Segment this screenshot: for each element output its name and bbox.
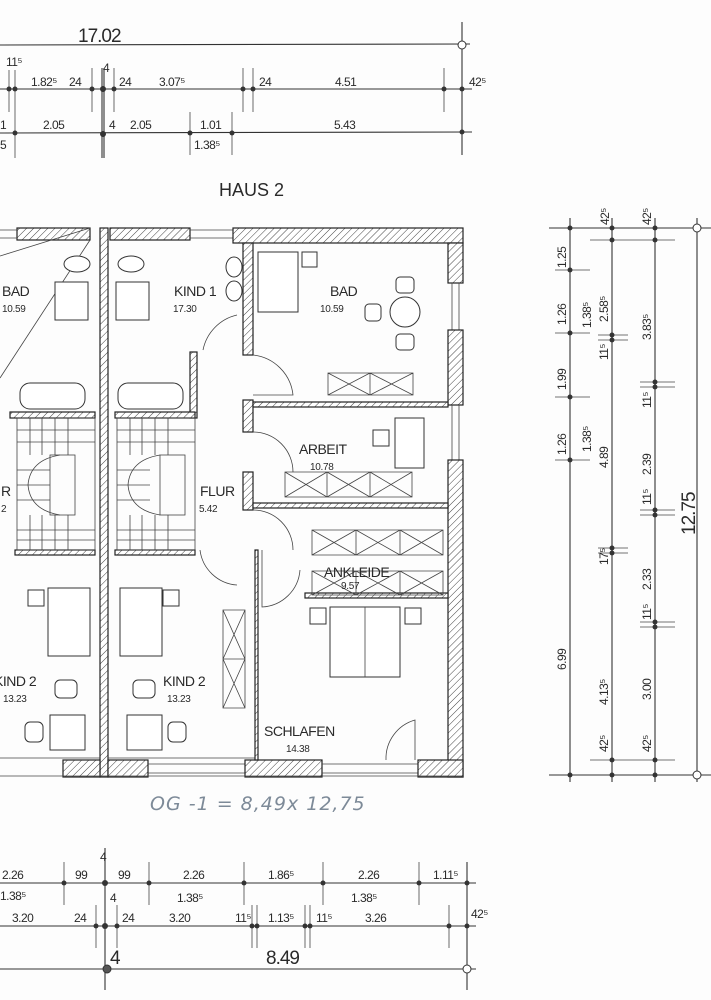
dim-label: 5.43 — [334, 118, 356, 132]
dim-label: 42⁵ — [640, 208, 654, 225]
dim-label: 1.99 — [555, 368, 569, 390]
dim-total-depth: 12.75 — [679, 492, 700, 535]
dim-label: 3.00 — [640, 678, 654, 700]
right-dimension-chain: 1.25 1.26 1.99 1.26 6.99 42⁵ 1.38⁵ 2.58⁵… — [549, 208, 711, 782]
dim-label: 24 — [259, 75, 272, 89]
dim-label: 4 — [110, 891, 117, 905]
dim-label: 3.20 — [12, 911, 34, 925]
top-dimension-chain: 17.02 11⁵ 1.82⁵ 24 4 24 3.07⁵ 24 4.51 42… — [0, 22, 487, 158]
room-area-arbeit: 10.78 — [310, 462, 334, 473]
room-name-ankleide: ANKLEIDE — [324, 564, 389, 580]
dim-label: 42⁵ — [640, 735, 654, 752]
room-name-kind2: KIND 2 — [163, 673, 206, 689]
dim-label: 3.83⁵ — [640, 314, 654, 340]
dim-label: 2.26 — [183, 868, 205, 882]
dim-label: 2.05 — [130, 118, 152, 132]
dim-label: 1.01 — [200, 118, 222, 132]
dim-label: 99 — [118, 868, 131, 882]
handwritten-note: OG -1 = 8,49x 12,75 — [150, 793, 366, 815]
dim-label: 4.13⁵ — [597, 679, 611, 705]
dim-label: 3.07⁵ — [159, 75, 185, 89]
dim-label: 42⁵ — [471, 907, 488, 921]
dim-label: 24 — [74, 911, 87, 925]
dim-label: 11⁵ — [6, 55, 22, 69]
room-area-kind2-left: 13.23 — [3, 694, 27, 705]
dim-label: 11⁵ — [640, 604, 654, 620]
dim-label: 3.26 — [365, 911, 387, 925]
dim-label: 11⁵ — [316, 911, 332, 925]
room-name-kind2-left: KIND 2 — [0, 673, 37, 689]
dim-label: 24 — [119, 75, 132, 89]
dim-label: 99 — [75, 868, 88, 882]
staircase — [16, 417, 196, 551]
dim-label: 1.82⁵ — [31, 75, 57, 89]
dim-label: 11⁵ — [640, 489, 654, 505]
wardrobes — [222, 372, 444, 709]
dim-label: 24 — [122, 911, 135, 925]
dim-label: 4.89 — [597, 446, 611, 468]
dim-label: 24 — [69, 75, 82, 89]
dim-label: 42⁵ — [598, 208, 612, 225]
dim-label: 2.26 — [2, 868, 24, 882]
dim-label: 1.86⁵ — [268, 868, 294, 882]
room-area-bad-right: 10.59 — [320, 304, 344, 315]
dim-label: 42⁵ — [597, 735, 611, 752]
dim-label: 1.38⁵ — [351, 891, 377, 905]
dim-label: 17⁵ — [597, 548, 611, 565]
dim-label: 11⁵ — [597, 344, 611, 360]
dim-label: 6.99 — [555, 648, 569, 670]
room-area-flur-left: 2 — [1, 504, 7, 515]
dim-label: 1.38⁵ — [194, 138, 220, 152]
dim-label: 3.20 — [169, 911, 191, 925]
house-title: HAUS 2 — [219, 180, 284, 200]
dim-label: 1.11⁵ — [433, 868, 458, 882]
room-name-flur: FLUR — [200, 483, 235, 499]
dim-label: 11⁵ — [235, 911, 251, 925]
room-area-ankleide: 9.57 — [341, 581, 360, 592]
dim-label: 4 — [100, 850, 107, 864]
dim-label: 4 — [103, 61, 110, 75]
dim-label: 4.51 — [335, 75, 357, 89]
dim-label: 1.38⁵ — [580, 302, 594, 328]
dim-label: 1.38⁵ — [177, 891, 203, 905]
room-name-schlafen: SCHLAFEN — [264, 723, 335, 739]
dim-label: 1.38⁵ — [580, 426, 594, 452]
dim-label: 11⁵ — [640, 392, 654, 408]
plan: BAD 10.59 KIND 1 17.30 BAD 10.59 R 2 FLU… — [0, 227, 464, 778]
room-area-bad-left: 10.59 — [2, 304, 26, 315]
dim-total-width-unit: 8.49 — [266, 948, 299, 969]
room-area-schlafen: 14.38 — [286, 744, 310, 755]
dim-label: 4 — [110, 948, 121, 969]
dim-label: 5 — [0, 138, 7, 152]
room-area-kind1: 17.30 — [173, 304, 197, 315]
dim-label: 2.58⁵ — [597, 296, 611, 322]
dim-label: 2.33 — [640, 568, 654, 590]
room-area-kind2: 13.23 — [167, 694, 191, 705]
dim-label: 1.26 — [555, 433, 569, 455]
dim-label: 1.13⁵ — [268, 911, 294, 925]
room-name-arbeit: ARBEIT — [299, 441, 348, 457]
room-name-bad-left: BAD — [2, 283, 30, 299]
bottom-dimension-chain: 2.26 99 4 99 2.26 1.86⁵ 2.26 1.11⁵ 1.38⁵… — [0, 848, 489, 990]
dim-label: 2.26 — [358, 868, 380, 882]
dim-label: 1 — [0, 118, 7, 132]
dim-label: 2.39 — [640, 453, 654, 475]
dim-label: 4 — [109, 118, 116, 132]
room-name-bad-right: BAD — [330, 283, 358, 299]
room-name-flur-left: R — [1, 483, 11, 499]
dim-label: 1.26 — [555, 303, 569, 325]
dim-label: 1.25 — [555, 246, 569, 268]
dim-label: 1.38⁵ — [0, 889, 26, 903]
dim-total-width: 17.02 — [78, 26, 121, 47]
dim-label: 42⁵ — [469, 75, 486, 89]
dim-label: 2.05 — [43, 118, 65, 132]
room-name-kind1: KIND 1 — [174, 283, 217, 299]
room-area-flur: 5.42 — [199, 504, 218, 515]
